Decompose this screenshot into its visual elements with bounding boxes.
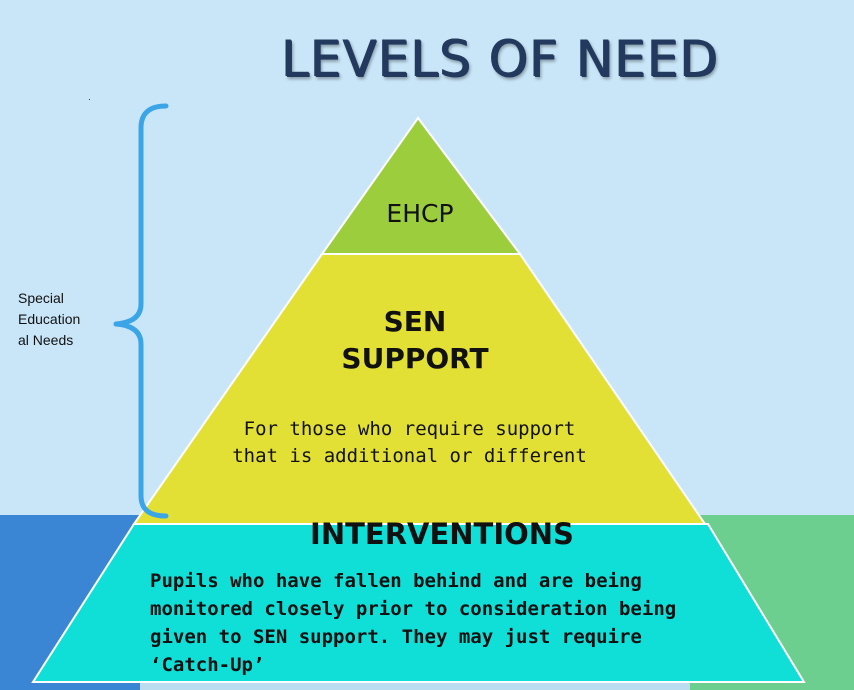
bracket-label-line: Education <box>18 311 81 327</box>
bracket-label-line: Special <box>18 290 64 306</box>
tier-interventions-title: INTERVENTIONS <box>310 517 574 551</box>
bracket-label: Special Education al Needs <box>18 288 108 351</box>
tier-sen-support-shape <box>132 253 707 525</box>
tier-ehcp-label: EHCP <box>386 199 454 228</box>
tier-sen-support-title: SEN SUPPORT <box>315 303 515 377</box>
bracket-label-line: al Needs <box>18 332 74 348</box>
tier-sen-title-line: SUPPORT <box>341 342 489 375</box>
curly-bracket <box>113 103 169 519</box>
tiny-dot <box>89 99 90 100</box>
page-title: LEVELS OF NEED <box>281 30 719 88</box>
tier-sen-support-description: For those who require support that is ad… <box>232 418 587 467</box>
tier-sen-title-line: SEN <box>383 305 447 338</box>
tier-interventions-description: Pupils who have fallen behind and are be… <box>150 570 677 676</box>
tier-ehcp-shape <box>320 116 522 255</box>
